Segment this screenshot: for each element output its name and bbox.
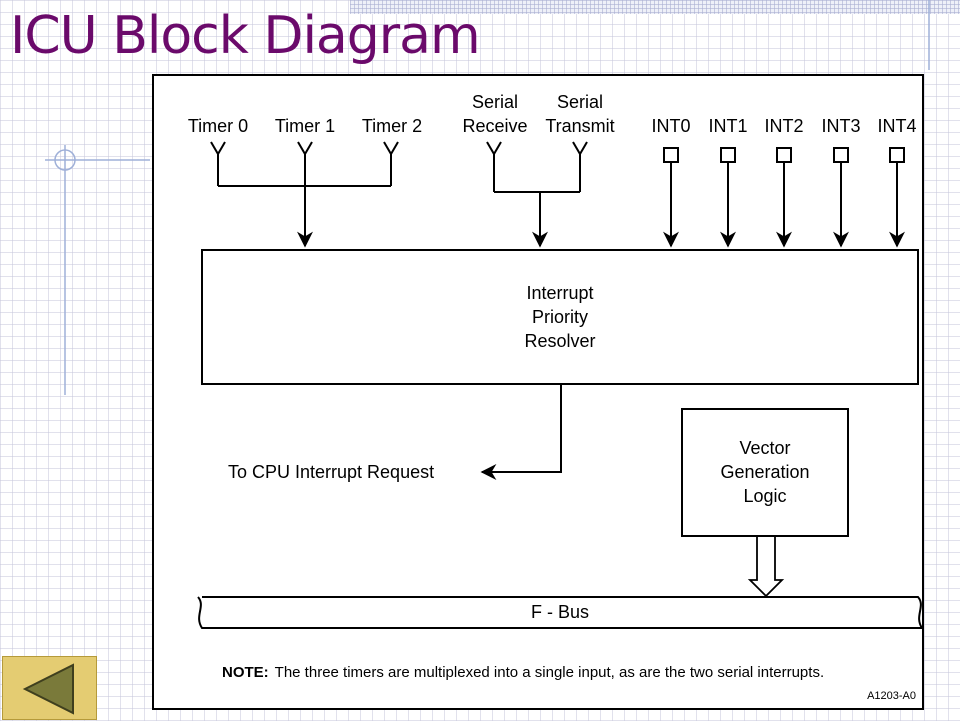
int3-pin xyxy=(833,147,849,163)
resolver-label-line3: Resolver xyxy=(524,331,596,351)
diagram-graphics xyxy=(197,141,924,629)
corner-decoration xyxy=(928,0,930,70)
int2-pin xyxy=(776,147,792,163)
serial-transmit-symbol xyxy=(572,141,588,192)
int2-label: INT2 xyxy=(764,116,804,136)
serial-receive-label-line2: Receive xyxy=(462,116,528,136)
serial-transmit-label-line1: Serial xyxy=(556,92,604,112)
note-text: The three timers are multiplexed into a … xyxy=(274,664,825,681)
timer2-label: Timer 2 xyxy=(361,116,423,136)
serial-receive-symbol xyxy=(486,141,502,192)
timer1-input-symbol xyxy=(297,141,313,186)
figure-id: A1203-A0 xyxy=(867,690,916,702)
resolver-label: Interrupt Priority Resolver xyxy=(202,281,918,353)
int4-label: INT4 xyxy=(877,116,917,136)
serial-mux xyxy=(494,191,580,246)
timer0-input-symbol xyxy=(210,141,226,186)
cpu-request-label: To CPU Interrupt Request xyxy=(228,462,435,482)
vector-logic-label: Vector Generation Logic xyxy=(682,436,848,508)
vector-logic-block xyxy=(681,408,849,537)
vector-logic-line3: Logic xyxy=(743,486,787,506)
block-diagram: Timer 0 Timer 1 Timer 2 Serial Receive S… xyxy=(152,74,924,710)
timer0-label: Timer 0 xyxy=(187,116,249,136)
int3-label: INT3 xyxy=(821,116,861,136)
vector-bus-arrow xyxy=(747,536,785,598)
f-bus-label: F - Bus xyxy=(530,602,590,622)
resolver-label-line2: Priority xyxy=(531,307,588,327)
f-bus xyxy=(197,596,924,629)
header-band xyxy=(350,0,960,14)
note-label: NOTE: xyxy=(222,664,269,681)
left-triangle-icon xyxy=(22,663,74,715)
diagram-note: NOTE: The three timers are multiplexed in… xyxy=(222,664,824,681)
slide-title: ICU Block Diagram xyxy=(10,6,481,66)
back-button[interactable] xyxy=(2,656,97,720)
timer2-input-symbol xyxy=(383,141,399,186)
serial-transmit-label-line2: Transmit xyxy=(545,116,615,136)
int1-pin xyxy=(720,147,736,163)
int0-pin xyxy=(663,147,679,163)
timer-mux xyxy=(218,185,391,246)
resolver-label-line1: Interrupt xyxy=(526,283,594,303)
title-decoration xyxy=(45,145,150,395)
serial-receive-label-line1: Serial xyxy=(471,92,519,112)
int0-label: INT0 xyxy=(651,116,691,136)
vector-logic-line1: Vector xyxy=(739,438,791,458)
timer1-label: Timer 1 xyxy=(274,116,336,136)
int1-label: INT1 xyxy=(708,116,748,136)
cpu-request-arrow xyxy=(480,384,562,480)
int4-pin xyxy=(889,147,905,163)
vector-logic-line2: Generation xyxy=(720,462,810,482)
